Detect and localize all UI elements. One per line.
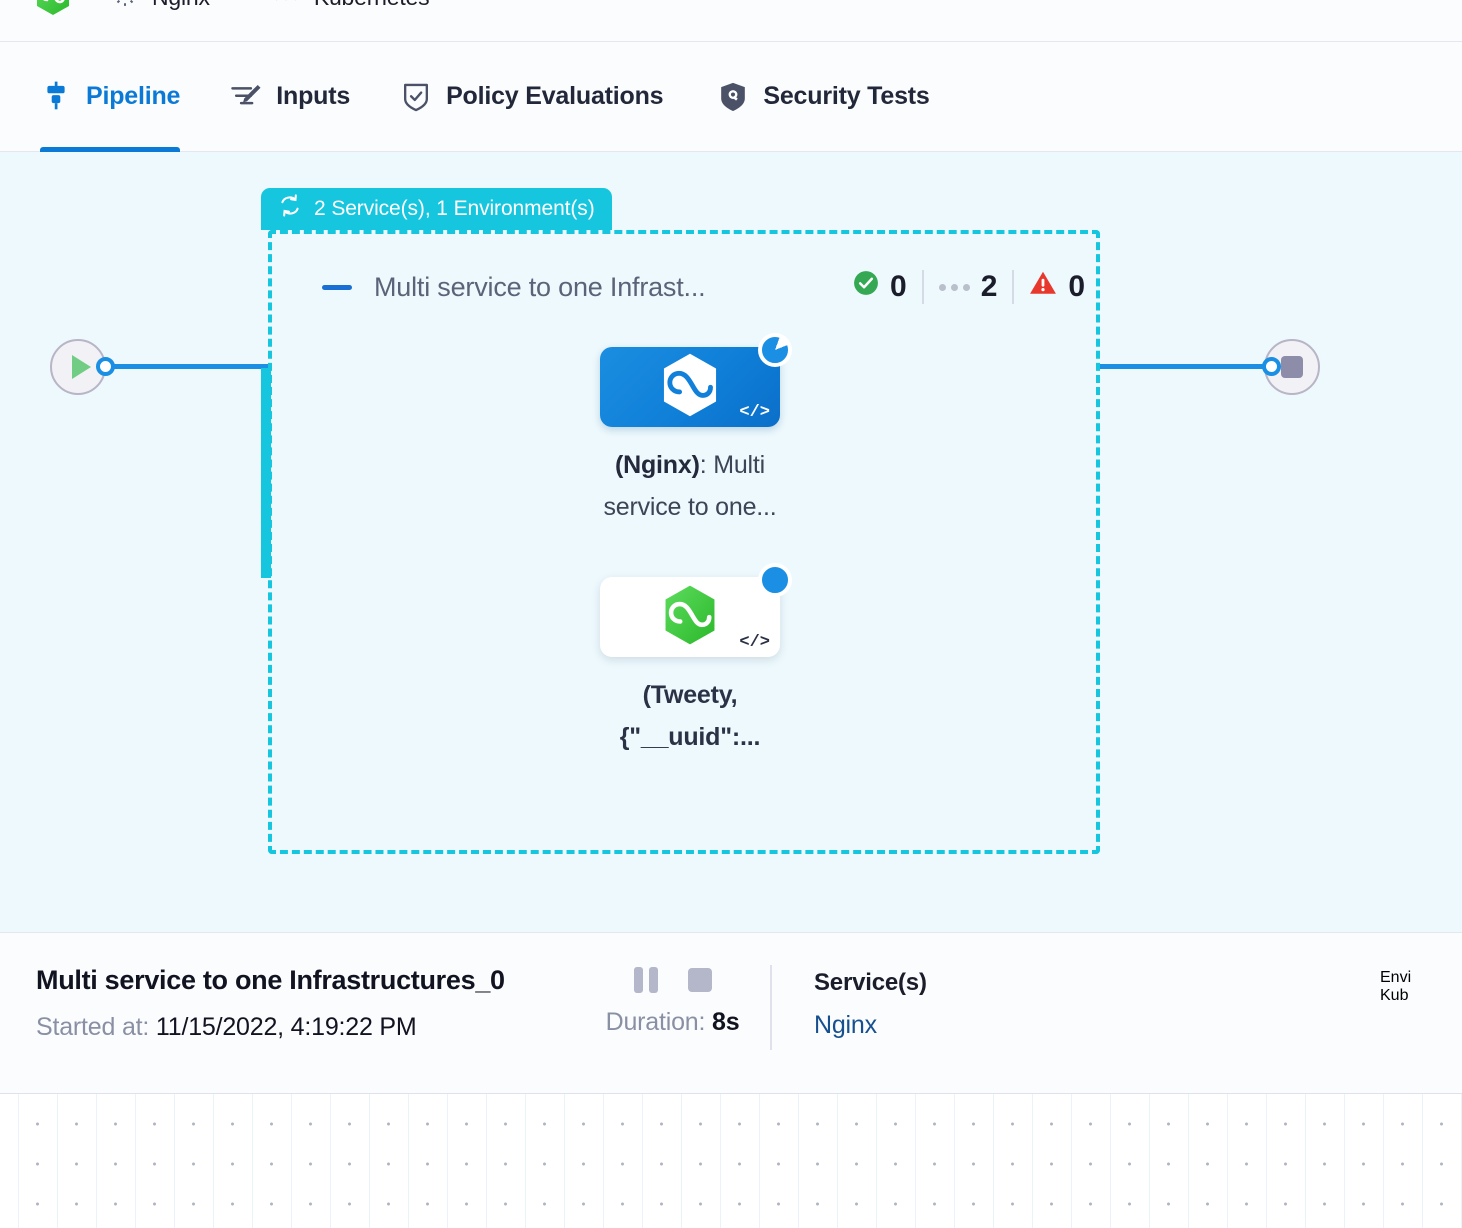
step-nginx[interactable]: </> (Nginx): Multi service to one...	[580, 333, 800, 528]
start-node-handle[interactable]	[96, 357, 115, 376]
tab-security-tests[interactable]: Security Tests	[717, 42, 930, 152]
breadcrumb-label-kubernetes: Kubernetes	[314, 0, 430, 11]
tab-label-policy-evaluations: Policy Evaluations	[446, 82, 664, 110]
inputs-pencil-icon	[230, 81, 262, 113]
group-accent-bar	[261, 368, 271, 578]
hexagon-infinity-white-icon	[659, 352, 721, 423]
environments-value[interactable]: Kub	[1380, 987, 1409, 1004]
running-spinner-icon	[758, 333, 792, 367]
check-circle-icon	[853, 270, 879, 304]
services-column: Service(s) Nginx	[772, 933, 927, 1040]
tab-label-security-tests: Security Tests	[763, 82, 930, 110]
breadcrumb-label-nginx: Nginx	[152, 0, 210, 11]
shield-lock-icon	[717, 81, 749, 113]
page-title: Multi service to one Infrastructures_0	[36, 965, 505, 995]
pause-icon[interactable]	[633, 967, 658, 993]
tab-pipeline[interactable]: Pipeline	[40, 42, 181, 152]
services-heading: Service(s)	[814, 969, 927, 996]
group-badge[interactable]: 2 Service(s), 1 Environment(s)	[261, 188, 612, 230]
tab-policy-evaluations[interactable]: Policy Evaluations	[400, 42, 664, 152]
hexagon-logo-green-icon	[36, 0, 70, 16]
step-nginx-label-rest: : Multi	[699, 451, 765, 479]
status-error: 0	[1014, 270, 1100, 304]
duration: Duration: 8s	[606, 1008, 740, 1037]
warning-triangle-icon	[1029, 270, 1057, 304]
stop-square-icon	[1281, 356, 1303, 378]
group-badge-label: 2 Service(s), 1 Environment(s)	[314, 197, 595, 220]
play-icon	[71, 355, 91, 379]
stop-icon[interactable]	[687, 968, 712, 992]
status-error-count: 0	[1068, 270, 1086, 303]
shield-check-icon	[400, 81, 432, 113]
step-tweety-label-line2: {"__uuid":...	[619, 723, 761, 751]
edge-start-to-group	[108, 364, 268, 369]
end-node-handle[interactable]	[1262, 357, 1281, 376]
step-tweety-card[interactable]: </>	[600, 563, 792, 657]
environments-heading: Envi	[1380, 969, 1412, 986]
environments-column: Envi Kub	[1380, 933, 1462, 1005]
step-nginx-label-line2: service to one...	[603, 493, 777, 521]
step-tweety[interactable]: </> (Tweety, {"__uuid":...	[580, 563, 800, 758]
loop-matrix-icon	[277, 194, 303, 224]
start-node[interactable]	[50, 339, 106, 395]
code-brackets-icon: </>	[739, 633, 770, 652]
breadcrumb: Nginx Kubernetes	[0, 0, 1462, 42]
group-header: Multi service to one Infrast...	[322, 272, 706, 303]
minus-icon[interactable]	[322, 285, 352, 290]
group-container[interactable]	[268, 230, 1100, 854]
status-pending: 2	[924, 270, 1013, 304]
started-at-value: 11/15/2022, 4:19:22 PM	[155, 1013, 417, 1041]
execution-controls: Duration: 8s	[575, 933, 770, 1037]
step-nginx-label-bold: (Nginx)	[615, 451, 700, 479]
tab-label-pipeline: Pipeline	[86, 82, 181, 110]
status-success-count: 0	[890, 270, 907, 303]
pipeline-icon	[40, 81, 72, 113]
hexagon-infinity-green-icon	[661, 584, 719, 651]
group-title: Multi service to one Infrast...	[374, 272, 706, 302]
breadcrumb-logo	[36, 0, 70, 15]
duration-value: 8s	[711, 1008, 740, 1036]
end-node[interactable]	[1264, 339, 1320, 395]
pipeline-canvas[interactable]: 2 Service(s), 1 Environment(s) Multi ser…	[0, 152, 1462, 932]
status-divider-1	[921, 270, 924, 304]
status-pending-count: 2	[980, 270, 998, 303]
started-at-label: Started at:	[36, 1013, 150, 1041]
breadcrumb-item-nginx[interactable]: Nginx	[110, 0, 210, 12]
status-divider-2	[1012, 270, 1015, 304]
detail-divider	[770, 965, 772, 1050]
running-dot-icon	[758, 563, 792, 597]
execution-summary: Multi service to one Infrastructures_0 S…	[0, 933, 575, 1042]
step-nginx-label: (Nginx): Multi service to one...	[580, 444, 800, 528]
services-value-nginx[interactable]: Nginx	[814, 1011, 877, 1039]
started-at: Started at: 11/15/2022, 4:19:22 PM	[36, 1013, 575, 1042]
duration-label: Duration:	[605, 1008, 706, 1036]
background-dot-grid-canvas[interactable]	[0, 1094, 1462, 1228]
gear-icon	[110, 0, 140, 15]
status-success: 0	[838, 270, 922, 304]
step-tweety-label-line1: (Tweety,	[642, 681, 738, 709]
step-tweety-label: (Tweety, {"__uuid":...	[580, 674, 800, 758]
kubernetes-icon	[270, 0, 302, 15]
breadcrumb-item-kubernetes[interactable]: Kubernetes	[270, 0, 430, 12]
tab-inputs[interactable]: Inputs	[230, 42, 350, 152]
tab-bar: Pipeline Inputs Policy Evaluations	[0, 42, 1462, 152]
step-nginx-card[interactable]: </>	[600, 333, 792, 427]
dots-icon	[938, 283, 970, 291]
code-brackets-icon: </>	[739, 403, 770, 422]
tab-label-inputs: Inputs	[276, 82, 351, 110]
execution-detail-bar: Multi service to one Infrastructures_0 S…	[0, 932, 1462, 1094]
group-status-counters: 0 2 0	[838, 270, 1100, 304]
edge-group-to-end	[1100, 364, 1272, 369]
